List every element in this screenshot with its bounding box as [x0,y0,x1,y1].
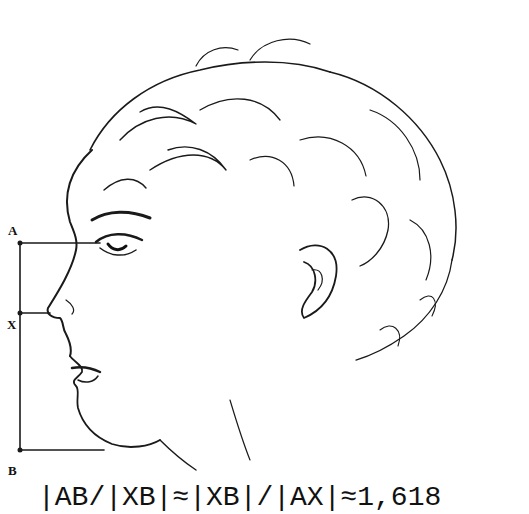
point-label: X [7,318,16,331]
point-label: B [8,464,17,477]
ratio-formula: |AB/|XB|≈|XB|/|AX|≈1,618 [38,484,441,512]
point-label: A [8,224,17,237]
